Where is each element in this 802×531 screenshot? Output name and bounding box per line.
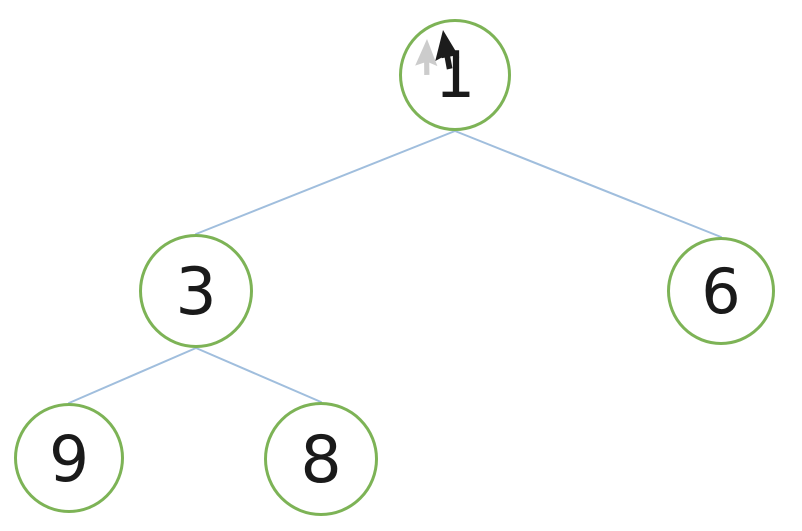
tree-edge-n1-n6	[454, 130, 722, 238]
tree-node-label: 3	[175, 254, 217, 330]
mouse-cursor-icon	[435, 30, 460, 70]
tree-node-8: 8	[264, 402, 378, 516]
mouse-cursor-ghost-icon	[415, 39, 438, 76]
tree-edge-n1-n3	[195, 130, 456, 235]
tree-edge-n3-n8	[195, 347, 322, 403]
tree-node-label: 9	[48, 422, 90, 496]
tree-edge-n3-n9	[68, 347, 197, 404]
tree-node-3: 3	[139, 234, 253, 348]
tree-node-9: 9	[14, 403, 124, 513]
tree-node-label: 6	[701, 255, 741, 328]
tree-node-6: 6	[667, 237, 775, 345]
tree-node-label: 1	[434, 39, 476, 113]
tree-node-label: 8	[300, 422, 342, 498]
tree-node-1: 1	[399, 19, 511, 131]
